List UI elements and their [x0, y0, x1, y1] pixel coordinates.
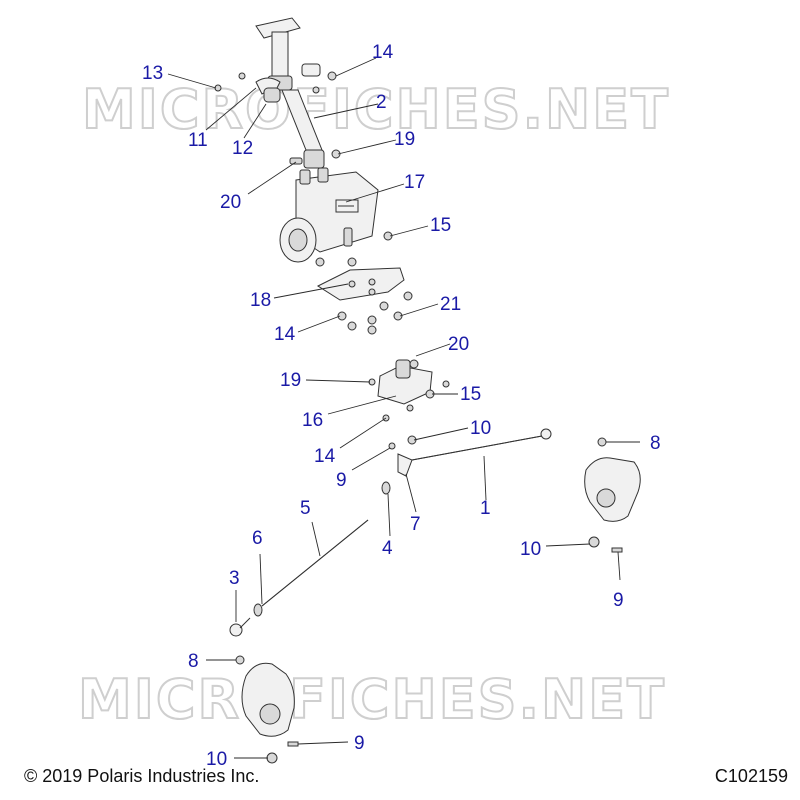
tie-rod-end [381, 453, 413, 495]
callout-5: 5 [300, 498, 311, 519]
tie-rod-left [253, 519, 369, 617]
diagram-code: C102159 [714, 766, 788, 786]
callout-14-low: 14 [314, 446, 336, 467]
callout-9-right: 9 [613, 590, 624, 611]
knuckle-left [241, 662, 299, 764]
callout-labels: 13 11 12 14 2 19 20 17 15 18 21 14 20 19… [142, 42, 661, 770]
callout-15-top: 15 [430, 215, 451, 236]
callout-13: 13 [142, 63, 163, 84]
plate-fasteners [337, 291, 413, 335]
callout-4: 4 [382, 538, 393, 559]
column-fasteners [289, 149, 341, 165]
callout-9-bottom: 9 [354, 733, 365, 754]
column-clamp [214, 72, 281, 103]
callout-11: 11 [188, 130, 208, 151]
callout-10-top: 10 [470, 418, 491, 439]
callout-10-bottom: 10 [206, 749, 227, 770]
callout-9-mid: 9 [336, 470, 347, 491]
callout-7: 7 [410, 514, 421, 535]
callout-8-right: 8 [650, 433, 661, 454]
callout-8-left: 8 [188, 651, 199, 672]
callout-2: 2 [376, 92, 387, 113]
callout-3: 3 [229, 568, 240, 589]
callout-20-top: 20 [220, 192, 241, 213]
callout-17: 17 [404, 172, 425, 193]
tie-rod-right [388, 428, 552, 461]
callout-14-mid: 14 [274, 324, 296, 345]
copyright-notice: © 2019 Polaris Industries Inc. [24, 766, 260, 786]
pitman-bracket [368, 359, 450, 422]
column-spacer [301, 63, 337, 94]
callout-21: 21 [440, 294, 461, 315]
mounting-plate [316, 267, 405, 301]
tie-rod-end-left [229, 617, 251, 665]
callout-1: 1 [480, 498, 491, 519]
watermark-bottom: MICROFICHES.NET [78, 668, 666, 731]
steering-column [255, 17, 325, 169]
callout-18: 18 [250, 290, 271, 311]
unit-bolts [315, 231, 393, 267]
knuckle-right [584, 437, 641, 553]
leader-lines [167, 57, 640, 759]
callout-19-mid: 19 [280, 370, 301, 391]
callout-19-top: 19 [394, 129, 415, 150]
callout-10-right: 10 [520, 539, 541, 560]
callout-12: 12 [232, 138, 253, 159]
callout-20-mid: 20 [448, 334, 469, 355]
callout-15-mid: 15 [460, 384, 481, 405]
callout-6: 6 [252, 528, 263, 549]
watermark-top: MICROFICHES.NET [82, 78, 670, 141]
callout-14-top: 14 [372, 42, 394, 63]
callout-16: 16 [302, 410, 323, 431]
power-steering-unit [279, 167, 379, 263]
